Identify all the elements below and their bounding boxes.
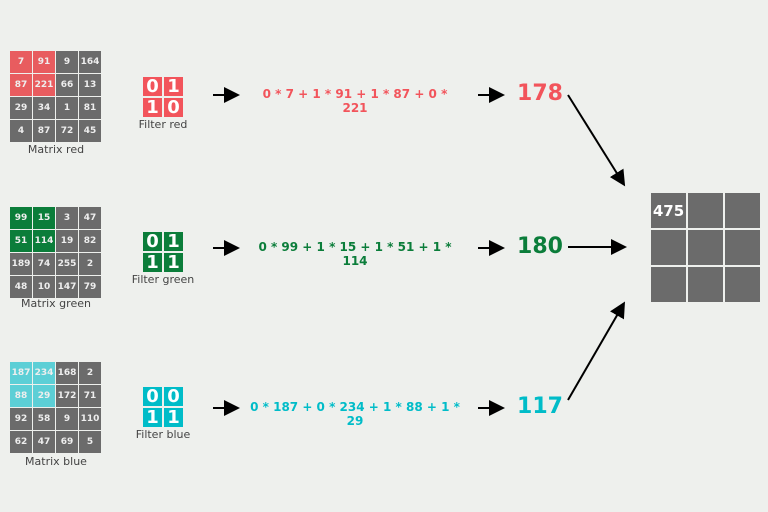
output-matrix: 475 xyxy=(651,193,760,302)
matrix-cell: 1 xyxy=(56,97,78,119)
matrix-cell: 29 xyxy=(10,97,32,119)
filter-cell: 1 xyxy=(143,97,162,118)
matrix-cell: 47 xyxy=(79,207,101,229)
matrix-cell: 172 xyxy=(56,385,78,407)
filter-cell: 1 xyxy=(164,76,183,97)
output-cell xyxy=(651,230,686,265)
matrix-cell: 5 xyxy=(79,431,101,453)
result-value: 180 xyxy=(517,234,563,259)
filter-cell: 0 xyxy=(143,386,162,407)
formula: 0 * 99 + 1 * 15 + 1 * 51 + 1 * 114 xyxy=(258,240,452,268)
matrix-cell: 7 xyxy=(10,51,32,73)
matrix-cell: 66 xyxy=(56,74,78,96)
matrix-cell: 34 xyxy=(33,97,55,119)
formula: 0 * 7 + 1 * 91 + 1 * 87 + 0 * 221 xyxy=(262,87,448,115)
matrix-cell: 15 xyxy=(33,207,55,229)
result-value: 178 xyxy=(517,81,563,106)
matrix-cell: 19 xyxy=(56,230,78,252)
filter-cell: 1 xyxy=(164,407,183,428)
matrix-cell: 62 xyxy=(10,431,32,453)
matrix-cell: 10 xyxy=(33,276,55,298)
filter-label: Filter red xyxy=(138,118,188,131)
output-cell xyxy=(725,193,760,228)
filter-cell: 0 xyxy=(143,76,162,97)
output-cell xyxy=(688,193,723,228)
filter-cell: 0 xyxy=(143,231,162,252)
matrix-cell: 71 xyxy=(79,385,101,407)
filter-label: Filter green xyxy=(131,273,195,286)
matrix-cell: 164 xyxy=(79,51,101,73)
matrix-cell: 87 xyxy=(33,120,55,142)
matrix-cell: 79 xyxy=(79,276,101,298)
matrix-cell: 221 xyxy=(33,74,55,96)
matrix-cell: 187 xyxy=(10,362,32,384)
filter-cell: 1 xyxy=(143,407,162,428)
filter-cell: 1 xyxy=(143,252,162,273)
filter-cell: 0 xyxy=(164,97,183,118)
output-cell: 475 xyxy=(651,193,686,228)
matrix-cell: 48 xyxy=(10,276,32,298)
matrix-cell: 92 xyxy=(10,408,32,430)
output-cell xyxy=(651,267,686,302)
matrix-cell: 45 xyxy=(79,120,101,142)
matrix-cell: 4 xyxy=(10,120,32,142)
arrow xyxy=(567,94,626,187)
matrix-cell: 147 xyxy=(56,276,78,298)
matrix-cell: 51 xyxy=(10,230,32,252)
filter-cell: 1 xyxy=(164,231,183,252)
matrix-cell: 69 xyxy=(56,431,78,453)
matrix-cell: 255 xyxy=(56,253,78,275)
filter-cell: 1 xyxy=(164,252,183,273)
matrix-cell: 99 xyxy=(10,207,32,229)
filter-cell: 0 xyxy=(164,386,183,407)
output-cell xyxy=(688,267,723,302)
matrix-cell: 72 xyxy=(56,120,78,142)
matrix-cell: 3 xyxy=(56,207,78,229)
matrix-cell: 13 xyxy=(79,74,101,96)
matrix-label: Matrix green xyxy=(21,297,91,310)
matrix-cell: 9 xyxy=(56,408,78,430)
output-cell xyxy=(725,230,760,265)
matrix-cell: 88 xyxy=(10,385,32,407)
matrix-cell: 87 xyxy=(10,74,32,96)
matrix-cell: 82 xyxy=(79,230,101,252)
filter-label: Filter blue xyxy=(135,428,191,441)
formula: 0 * 187 + 0 * 234 + 1 * 88 + 1 * 29 xyxy=(250,400,460,428)
output-cell xyxy=(725,267,760,302)
matrix-label: Matrix red xyxy=(27,143,85,156)
arrow xyxy=(567,301,626,401)
matrix-cell: 47 xyxy=(33,431,55,453)
matrix-cell: 168 xyxy=(56,362,78,384)
matrix-cell: 58 xyxy=(33,408,55,430)
output-cell xyxy=(688,230,723,265)
result-value: 117 xyxy=(517,394,563,419)
matrix-cell: 2 xyxy=(79,362,101,384)
matrix-cell: 91 xyxy=(33,51,55,73)
matrix-cell: 74 xyxy=(33,253,55,275)
matrix-cell: 189 xyxy=(10,253,32,275)
matrix-cell: 29 xyxy=(33,385,55,407)
matrix-cell: 110 xyxy=(79,408,101,430)
matrix-cell: 9 xyxy=(56,51,78,73)
matrix-cell: 81 xyxy=(79,97,101,119)
matrix-cell: 234 xyxy=(33,362,55,384)
matrix-label: Matrix blue xyxy=(25,455,87,468)
matrix-cell: 114 xyxy=(33,230,55,252)
matrix-cell: 2 xyxy=(79,253,101,275)
